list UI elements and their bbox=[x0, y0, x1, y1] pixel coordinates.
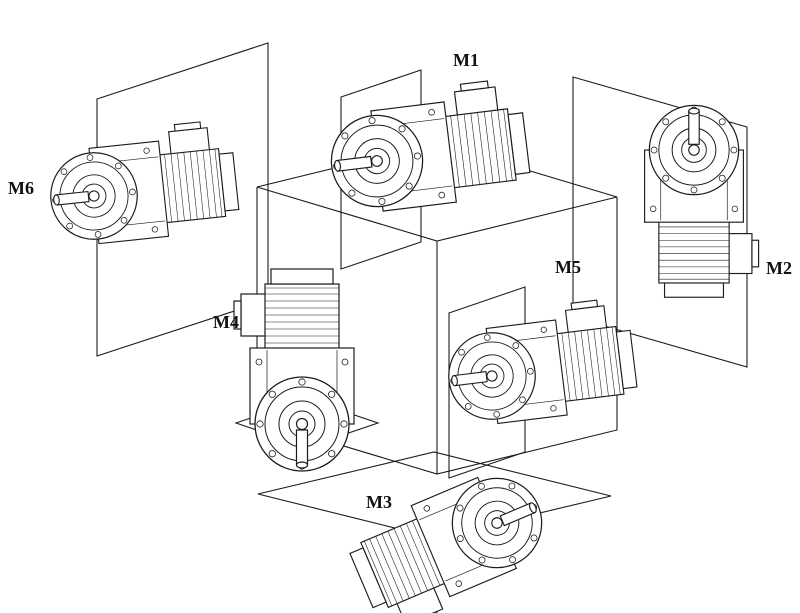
label-m3: M3 bbox=[366, 492, 392, 512]
plane-m3 bbox=[257, 451, 612, 539]
plane-m5 bbox=[448, 286, 526, 479]
plane-m1 bbox=[340, 69, 422, 270]
gearmotor-m6 bbox=[43, 118, 242, 249]
gearmotor-m3 bbox=[341, 459, 564, 613]
gearmotor-m2 bbox=[643, 104, 760, 298]
gearmotor-m5 bbox=[440, 295, 640, 430]
gearmotor-m4 bbox=[233, 268, 355, 472]
label-m5: M5 bbox=[555, 257, 581, 277]
label-m4: M4 bbox=[213, 312, 239, 332]
label-m2: M2 bbox=[766, 258, 792, 278]
label-m6: M6 bbox=[8, 178, 34, 198]
label-m1: M1 bbox=[453, 50, 479, 70]
gearmotor-m1 bbox=[323, 76, 534, 218]
